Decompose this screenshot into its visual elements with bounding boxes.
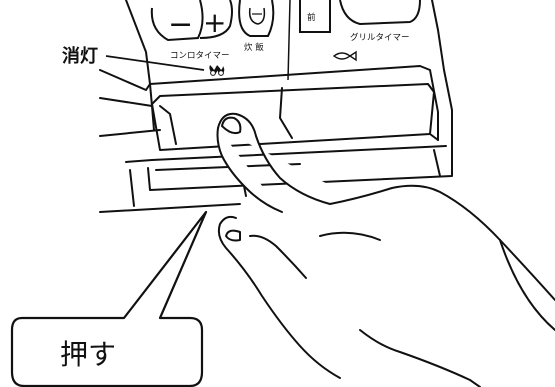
minus-symbol: − (168, 7, 193, 42)
partial-label: 前 (307, 12, 316, 23)
fingernail (221, 116, 242, 135)
section-divider (287, 0, 291, 81)
lamp-off-label: 消灯 (62, 45, 98, 67)
push-panel[interactable] (99, 83, 453, 213)
plus-symbol: + (203, 6, 226, 39)
panel-front-lip (99, 69, 151, 91)
lamp-leader-line (105, 55, 205, 71)
fish-icon (332, 50, 357, 62)
push-callout: 押す (10, 210, 208, 387)
plus-button[interactable] (199, 0, 233, 39)
minus-button[interactable] (150, 0, 204, 42)
rice-label: 炊 飯 (244, 42, 264, 53)
push-callout-label: 押す (60, 338, 116, 371)
twin-flame-icon (209, 65, 225, 76)
rice-icon (248, 7, 266, 25)
push-panel-divider (279, 87, 293, 139)
index-finger (217, 112, 555, 301)
stove-timer-label: コンロタイマー (170, 51, 230, 61)
panel-right-edge (431, 0, 453, 163)
hand-illustration (216, 112, 555, 387)
timer-buttons (150, 0, 421, 42)
push-callout-bubble (10, 210, 208, 387)
grill-timer-button[interactable] (339, 0, 421, 26)
panel-face (125, 0, 439, 141)
partial-button[interactable] (299, 0, 331, 33)
rice-button[interactable] (238, 0, 275, 37)
thumb (217, 215, 341, 379)
grill-timer-label: グリルタイマー (350, 32, 410, 43)
